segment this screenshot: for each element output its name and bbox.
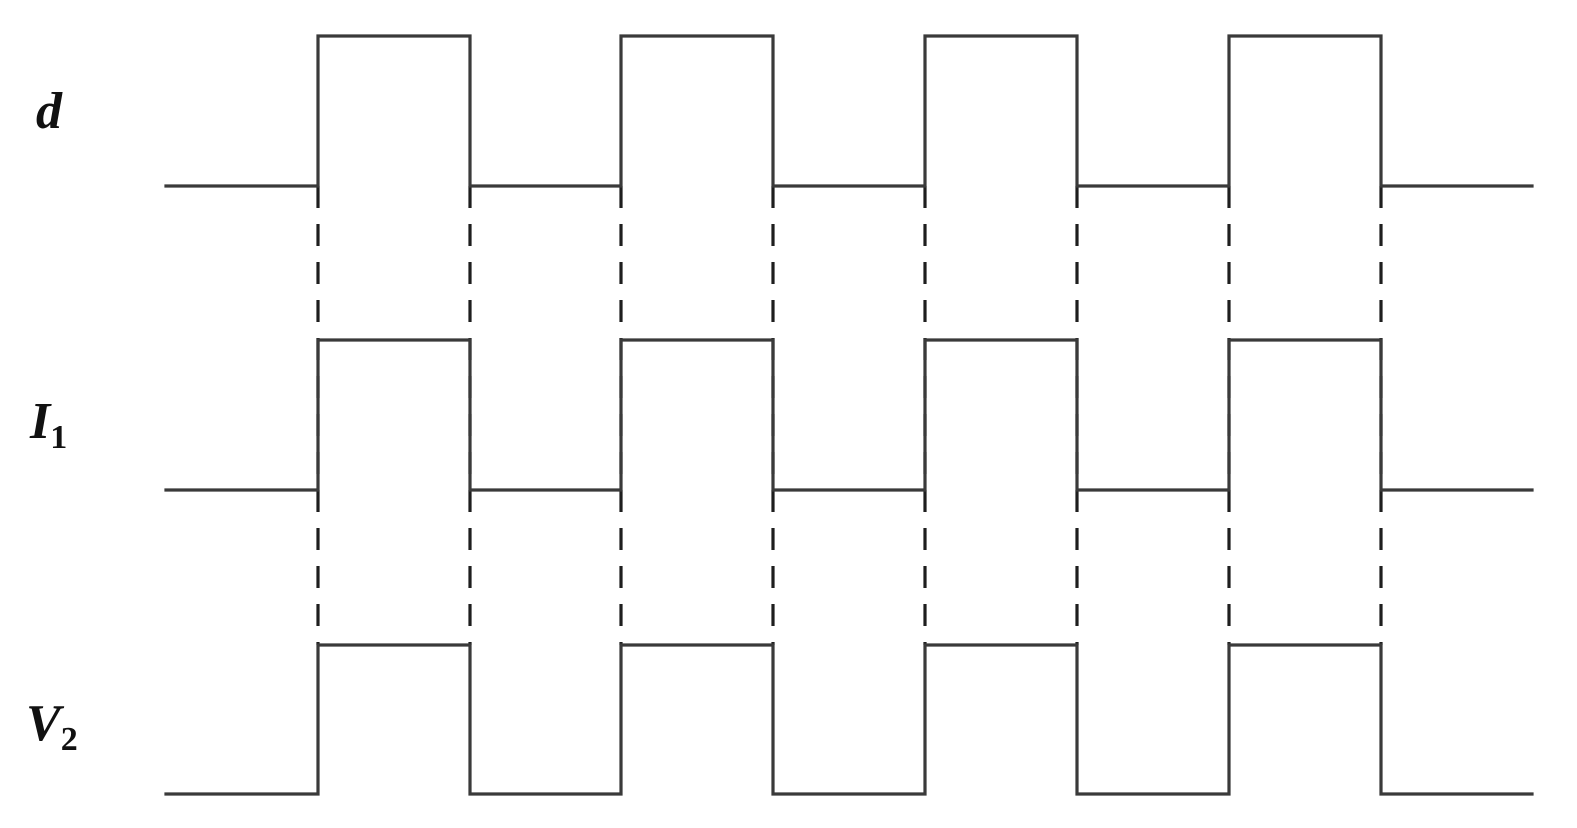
waveforms [164, 34, 1534, 796]
waveform-v2 [164, 643, 1534, 796]
signal-label-d: d [36, 83, 63, 140]
waveform-d [164, 34, 1534, 188]
transition-guides [316, 186, 1383, 645]
waveform-i1 [164, 338, 1534, 492]
signal-label-i1: I1 [29, 393, 67, 456]
signal-label-v2: V2 [26, 695, 78, 758]
